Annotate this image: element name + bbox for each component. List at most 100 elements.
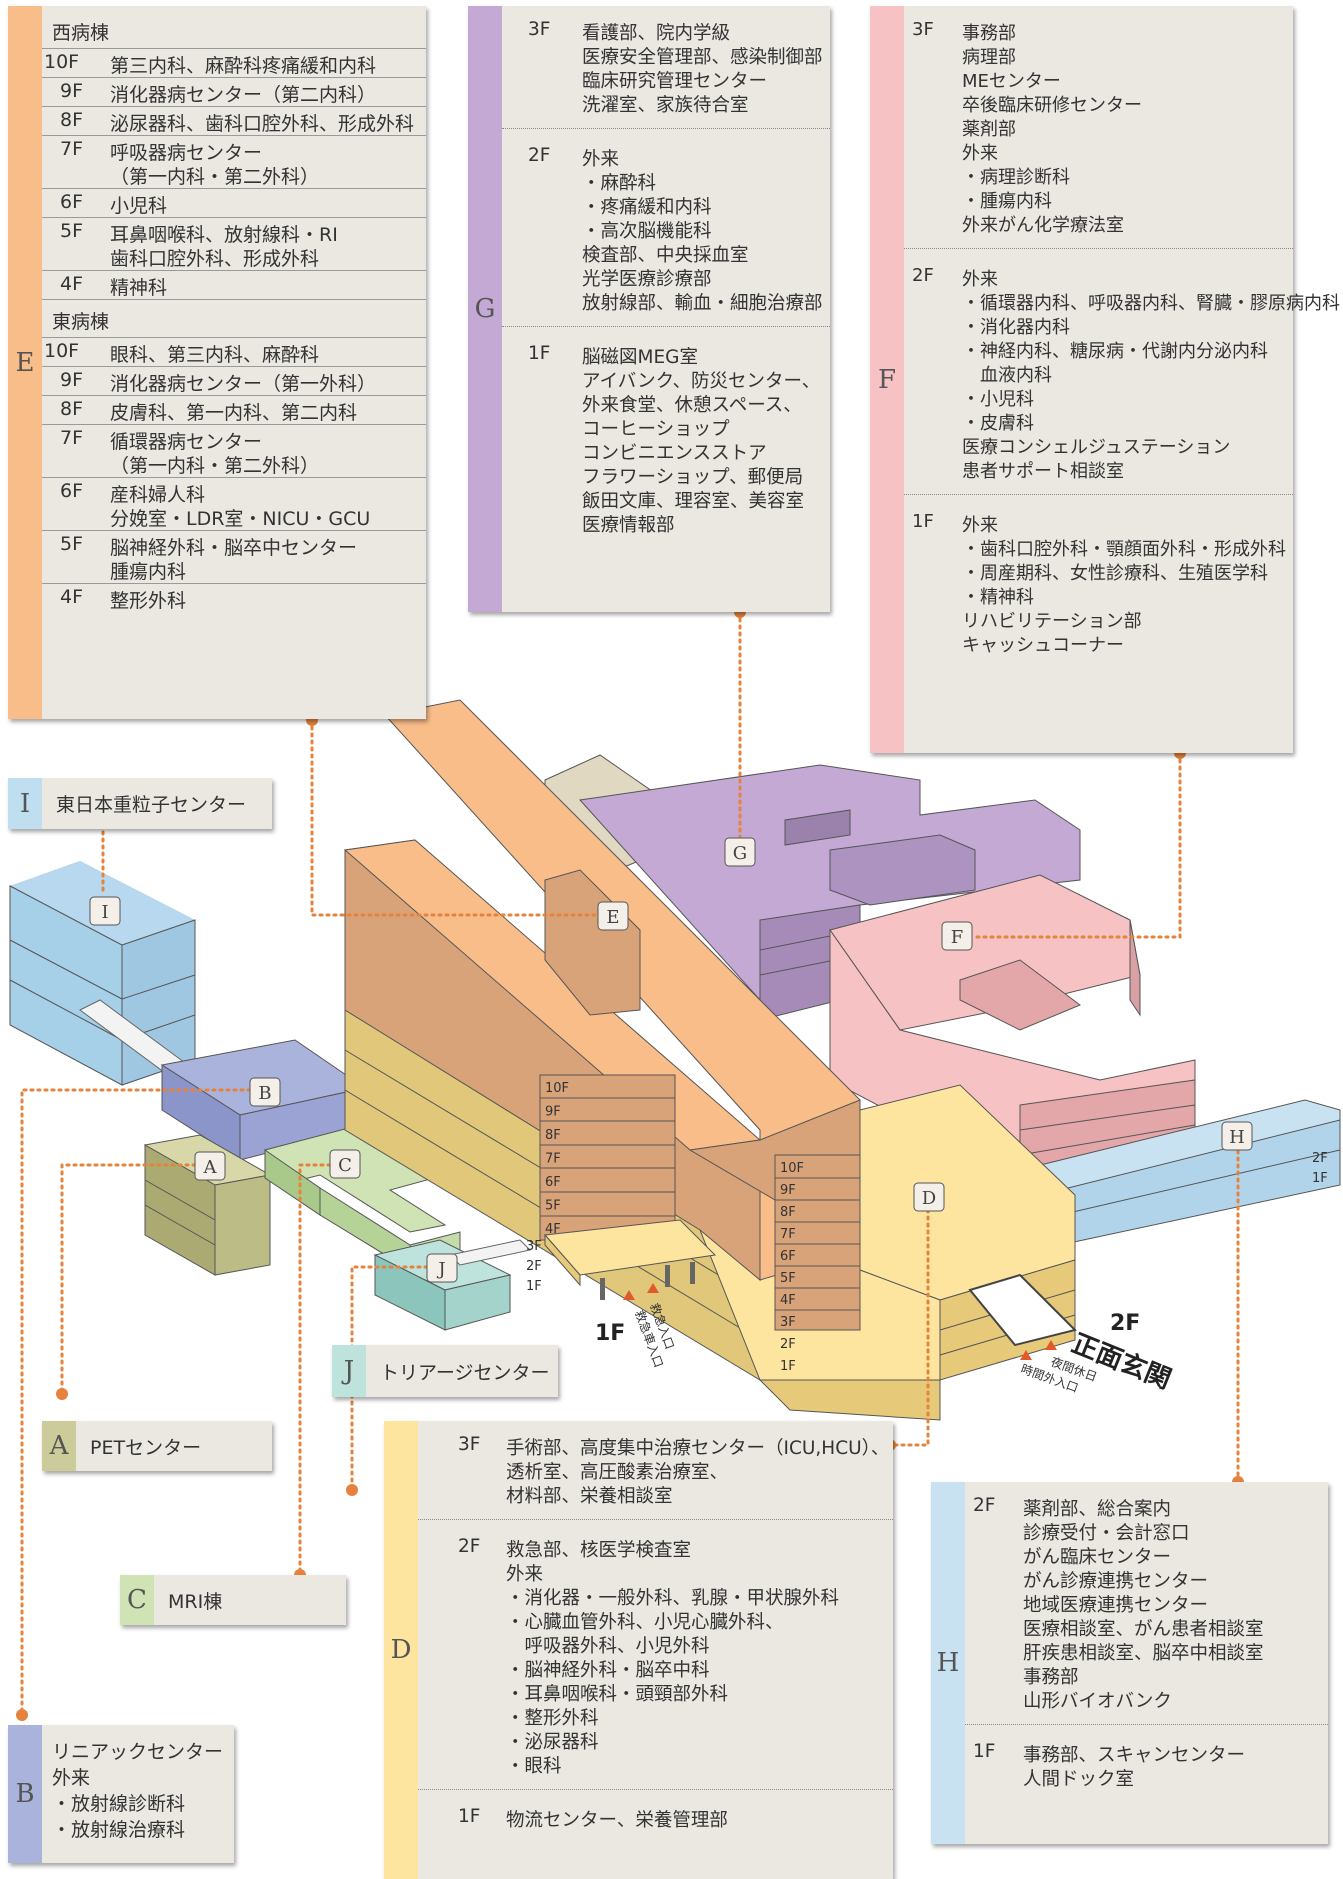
marker-e: E — [597, 901, 629, 931]
department-text: 分娩室・LDR室・NICU・GCU — [110, 508, 371, 530]
department-text: 外来 — [962, 515, 998, 536]
department-text: 事務部 — [962, 23, 1016, 44]
floor-label: 10F — [44, 51, 80, 73]
department-text: 看護部、院内学級 — [582, 23, 731, 44]
department-text: ・皮膚科 — [962, 413, 1034, 434]
department-text: 物流センター、栄養管理部 — [506, 1810, 728, 1831]
map-floor-label: 10F — [545, 1081, 569, 1096]
department-text: リニアックセンター — [52, 1741, 224, 1763]
department-text: ・放射線治療科 — [52, 1819, 186, 1841]
map-floor-label: 10F — [780, 1161, 804, 1176]
map-floor-label: 3F — [526, 1239, 542, 1254]
department-text: 第三内科、麻酔科疼痛緩和内科 — [110, 55, 377, 77]
section-divider — [502, 128, 830, 129]
map-floor-label: 6F — [780, 1249, 796, 1264]
svg-text:F: F — [951, 927, 964, 948]
svg-text:H: H — [1229, 1127, 1245, 1148]
section-divider — [418, 1519, 893, 1520]
map-floor-label: 9F — [780, 1183, 796, 1198]
marker-j: J — [426, 1253, 458, 1283]
department-text: 肝疾患相談室、脳卒中相談室 — [1023, 1643, 1264, 1664]
section-divider — [904, 494, 1293, 495]
marker-d: D — [913, 1182, 945, 1212]
department-text: MEセンター — [962, 71, 1061, 92]
department-text: （第一内科・第二外科） — [110, 455, 320, 477]
department-text: 歯科口腔外科、形成外科 — [110, 248, 320, 270]
svg-text:J: J — [436, 1259, 445, 1280]
department-text: 光学医療診療部 — [582, 269, 712, 290]
panel-a-name: PETセンター — [90, 1436, 202, 1459]
department-text: がん診療連携センター — [1023, 1571, 1209, 1592]
floor-label: 5F — [60, 220, 84, 242]
building-g — [579, 764, 1081, 1021]
label-1f-entrance: 1F — [595, 1321, 625, 1346]
floor-label: 1F — [912, 511, 934, 532]
map-floor-label: 1F — [1312, 1171, 1328, 1186]
marker-h: H — [1221, 1121, 1253, 1151]
section-divider — [965, 1724, 1328, 1725]
map-floor-label: 5F — [545, 1199, 561, 1214]
department-text: 事務部、スキャンセンター — [1023, 1745, 1246, 1766]
department-text: 脳磁図MEG室 — [582, 347, 698, 368]
panel-g-letter: G — [468, 6, 502, 612]
department-text: 放射線部、輸血・細胞治療部 — [582, 293, 823, 314]
department-text: 手術部、高度集中治療センター（ICU,HCU）、 — [506, 1438, 890, 1459]
department-text: 山形バイオバンク — [1023, 1691, 1172, 1712]
department-text: ・病理診断科 — [962, 167, 1070, 188]
main-entrance-label: 正面玄関 — [1067, 1328, 1175, 1396]
panel-j: J トリアージセンター — [332, 1345, 558, 1397]
svg-text:B: B — [258, 1083, 271, 1104]
department-text: ・循環器内科、呼吸器内科、腎臓・膠原病内科 — [962, 293, 1340, 314]
map-floor-label: 7F — [545, 1152, 561, 1167]
panel-f-letter: F — [870, 6, 904, 753]
floor-label: 2F — [912, 265, 934, 286]
panel-c-letter: C — [120, 1575, 154, 1625]
department-text: 泌尿器科、歯科口腔外科、形成外科 — [110, 113, 415, 135]
panel-j-letter: J — [332, 1345, 366, 1397]
department-text: 産科婦人科 — [110, 484, 206, 506]
map-floor-label: 1F — [526, 1279, 542, 1294]
floor-label: 3F — [528, 19, 551, 40]
map-floor-label: 8F — [780, 1205, 796, 1220]
department-text: 卒後臨床研修センター — [962, 95, 1142, 116]
svg-text:D: D — [922, 1188, 936, 1209]
divider — [42, 217, 426, 218]
department-text: 検査部、中央採血室 — [582, 245, 749, 266]
svg-text:G: G — [733, 843, 747, 864]
department-text: ・耳鼻咽喉科・頭頸部外科 — [506, 1684, 729, 1705]
department-text: コンビニエンスストア — [582, 443, 767, 464]
floor-label: 5F — [60, 533, 84, 555]
floor-label: 6F — [60, 191, 84, 213]
panel-c-name: MRI棟 — [168, 1590, 223, 1613]
divider — [42, 270, 426, 271]
panel-a-letter: A — [42, 1421, 76, 1471]
floor-label: 9F — [60, 80, 84, 102]
divider — [42, 530, 426, 531]
department-text: ・歯科口腔外科・顎顔面外科・形成外科 — [962, 539, 1286, 560]
department-text: がん臨床センター — [1023, 1547, 1172, 1568]
department-text: ・整形外科 — [506, 1708, 599, 1729]
department-text: 外来 — [506, 1564, 544, 1585]
department-text: ・精神科 — [962, 587, 1034, 608]
department-text: 腫瘍内科 — [110, 561, 187, 583]
svg-text:C: C — [338, 1155, 352, 1176]
divider — [42, 77, 426, 78]
department-text: ・疼痛緩和内科 — [582, 197, 712, 218]
department-text: ・消化器内科 — [962, 317, 1070, 338]
panel-j-name: トリアージセンター — [380, 1361, 550, 1384]
section-divider — [904, 248, 1293, 249]
department-text: フラワーショップ、郵便局 — [582, 467, 804, 488]
department-text: 皮膚科、第一内科、第二内科 — [110, 402, 358, 424]
floor-label: 1F — [528, 343, 551, 364]
panel-d-letter: D — [384, 1421, 418, 1879]
divider — [42, 106, 426, 107]
marker-c: C — [329, 1149, 361, 1179]
department-text: 外来 — [52, 1767, 91, 1789]
department-text: 眼科、第三内科、麻酔科 — [110, 344, 320, 366]
map-floor-label: 2F — [1312, 1151, 1328, 1166]
department-text: ・周産期科、女性診療科、生殖医学科 — [962, 563, 1268, 584]
department-text: 透析室、高圧酸素治療室、 — [506, 1462, 729, 1483]
